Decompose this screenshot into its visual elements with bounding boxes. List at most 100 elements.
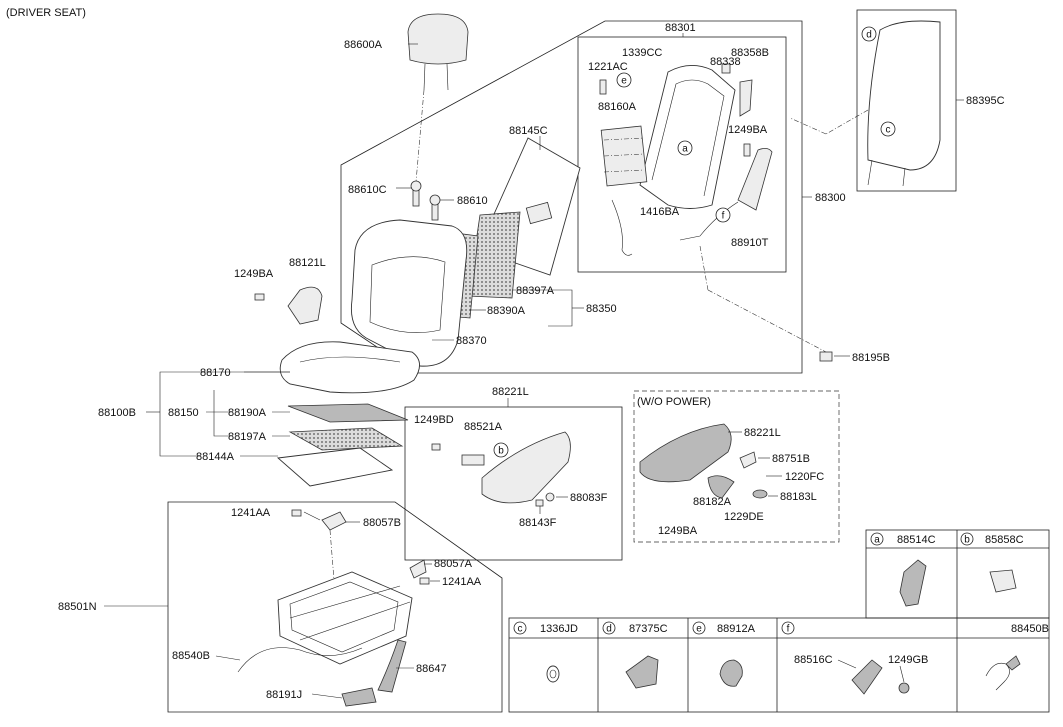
bolt-1221AC <box>599 79 607 95</box>
seatback-cover-88370 <box>350 219 468 367</box>
label-1220FC: 1220FC <box>785 471 824 483</box>
label-1229DE: 1229DE <box>724 511 764 523</box>
label-88190A: 88190A <box>228 407 267 419</box>
cover-88647 <box>377 639 407 693</box>
callout-b-letter: b <box>498 446 504 457</box>
legend-b-clip <box>989 569 1017 593</box>
guide-pin-head-2 <box>429 194 441 206</box>
callout-c <box>880 121 896 137</box>
label-88057A: 88057A <box>434 558 473 570</box>
label-88150: 88150 <box>168 407 199 419</box>
label-88301: 88301 <box>665 22 696 34</box>
heater-mat-88190A <box>287 403 409 423</box>
label-88521A: 88521A <box>464 421 503 433</box>
label-88300: 88300 <box>815 192 846 204</box>
legend-c-part: 1336JD <box>540 623 578 635</box>
cap-88183L <box>752 489 768 499</box>
label-1249BA-frame: 1249BA <box>728 124 768 136</box>
seatback-group-frame <box>340 20 803 374</box>
leader-88540B <box>215 655 241 661</box>
legend-g-part: 88450B <box>1011 623 1049 635</box>
legend-f-leader-2 <box>899 665 905 683</box>
label-88540B: 88540B <box>172 650 210 662</box>
callout-c-letter: c <box>886 125 891 136</box>
label-88083F: 88083F <box>570 492 608 504</box>
screw-1249BD <box>431 443 441 451</box>
pad-88197A <box>288 427 404 451</box>
legend-g-wire <box>985 662 1010 691</box>
bracket-88057B <box>321 511 347 531</box>
legend-c-grommet <box>546 665 560 683</box>
legend-f-module <box>851 659 883 695</box>
label-88397A: 88397A <box>516 285 555 297</box>
label-88610C: 88610C <box>348 184 387 196</box>
legend-b-part: 85858C <box>985 534 1024 546</box>
legend-e-part: 88912A <box>717 623 756 635</box>
label-88610: 88610 <box>457 195 488 207</box>
side-airbag-88910T <box>737 148 773 211</box>
label-88910T: 88910T <box>731 237 769 249</box>
label-88358B: 88358B <box>731 47 769 59</box>
leader-88195B-b <box>707 289 827 353</box>
label-88350: 88350 <box>586 303 617 315</box>
bolt-1241AA-1 <box>291 509 302 517</box>
label-88751B: 88751B <box>772 453 810 465</box>
bolt-88195B <box>819 351 833 362</box>
legend-f-part2: 1249GB <box>888 654 928 666</box>
callout-b <box>493 442 509 458</box>
label-88183L: 88183L <box>780 491 817 503</box>
label-88145C: 88145C <box>509 125 548 137</box>
legend-table <box>508 529 1050 713</box>
bracket-88150 <box>213 390 230 437</box>
sheet-88144A <box>276 447 394 487</box>
label-88647: 88647 <box>416 663 447 675</box>
label-88143F: 88143F <box>519 517 557 529</box>
legend-f-letter: f <box>787 624 790 635</box>
guide-pin-head <box>410 180 422 192</box>
label-1221AC: 1221AC <box>588 61 628 73</box>
leader-back-board <box>825 109 869 135</box>
wo-power-box <box>633 390 840 543</box>
label-88370: 88370 <box>456 335 487 347</box>
clip-88338 <box>721 63 731 74</box>
label-88100B: 88100B <box>98 407 136 419</box>
side-cover-wo-power <box>639 423 732 483</box>
callout-f <box>715 207 731 223</box>
knob-88751B <box>739 451 757 469</box>
legend-b-circle <box>960 532 974 546</box>
label-88600A: 88600A <box>344 39 383 51</box>
seatback-cover-seam <box>369 256 446 333</box>
legend-c-grommet-inner <box>549 669 557 679</box>
cap-88083F <box>545 492 555 502</box>
clip-88143F <box>535 499 544 507</box>
track-group-frame <box>167 501 503 713</box>
bracket-88121L <box>287 286 323 325</box>
leader-88195B-a <box>699 245 709 291</box>
side-cover-box <box>404 406 623 561</box>
legend-a-motor <box>899 559 927 607</box>
label-1249BD: 1249BD <box>414 414 454 426</box>
seat-track-88501N <box>277 571 413 665</box>
legend-e-circle <box>692 621 706 635</box>
diagram-title: (DRIVER SEAT) <box>6 7 86 19</box>
label-88221L: 88221L <box>492 386 529 398</box>
label-88197A: 88197A <box>228 431 267 443</box>
legend-d-letter: d <box>606 624 612 635</box>
bracket-88057A <box>409 559 427 579</box>
callout-e <box>616 72 632 88</box>
leader-88191J <box>311 693 343 699</box>
label-88160A: 88160A <box>598 101 637 113</box>
back-board-88395C <box>867 20 941 171</box>
label-1249BA-bracket: 1249BA <box>234 268 274 280</box>
label-88144A: 88144A <box>196 451 235 463</box>
label-88221L-wo-power: 88221L <box>744 427 781 439</box>
legend-a-letter: a <box>874 535 880 546</box>
label-88121L: 88121L <box>289 257 326 269</box>
legend-d-bracket <box>625 655 659 689</box>
legend-g-connector <box>1005 655 1021 671</box>
harness-88540B <box>237 647 363 673</box>
legend-e-letter: e <box>696 624 702 635</box>
bracket-88100B <box>159 371 290 457</box>
label-1241AA-b: 1241AA <box>442 576 482 588</box>
seatback-frame-88301 <box>600 65 736 256</box>
